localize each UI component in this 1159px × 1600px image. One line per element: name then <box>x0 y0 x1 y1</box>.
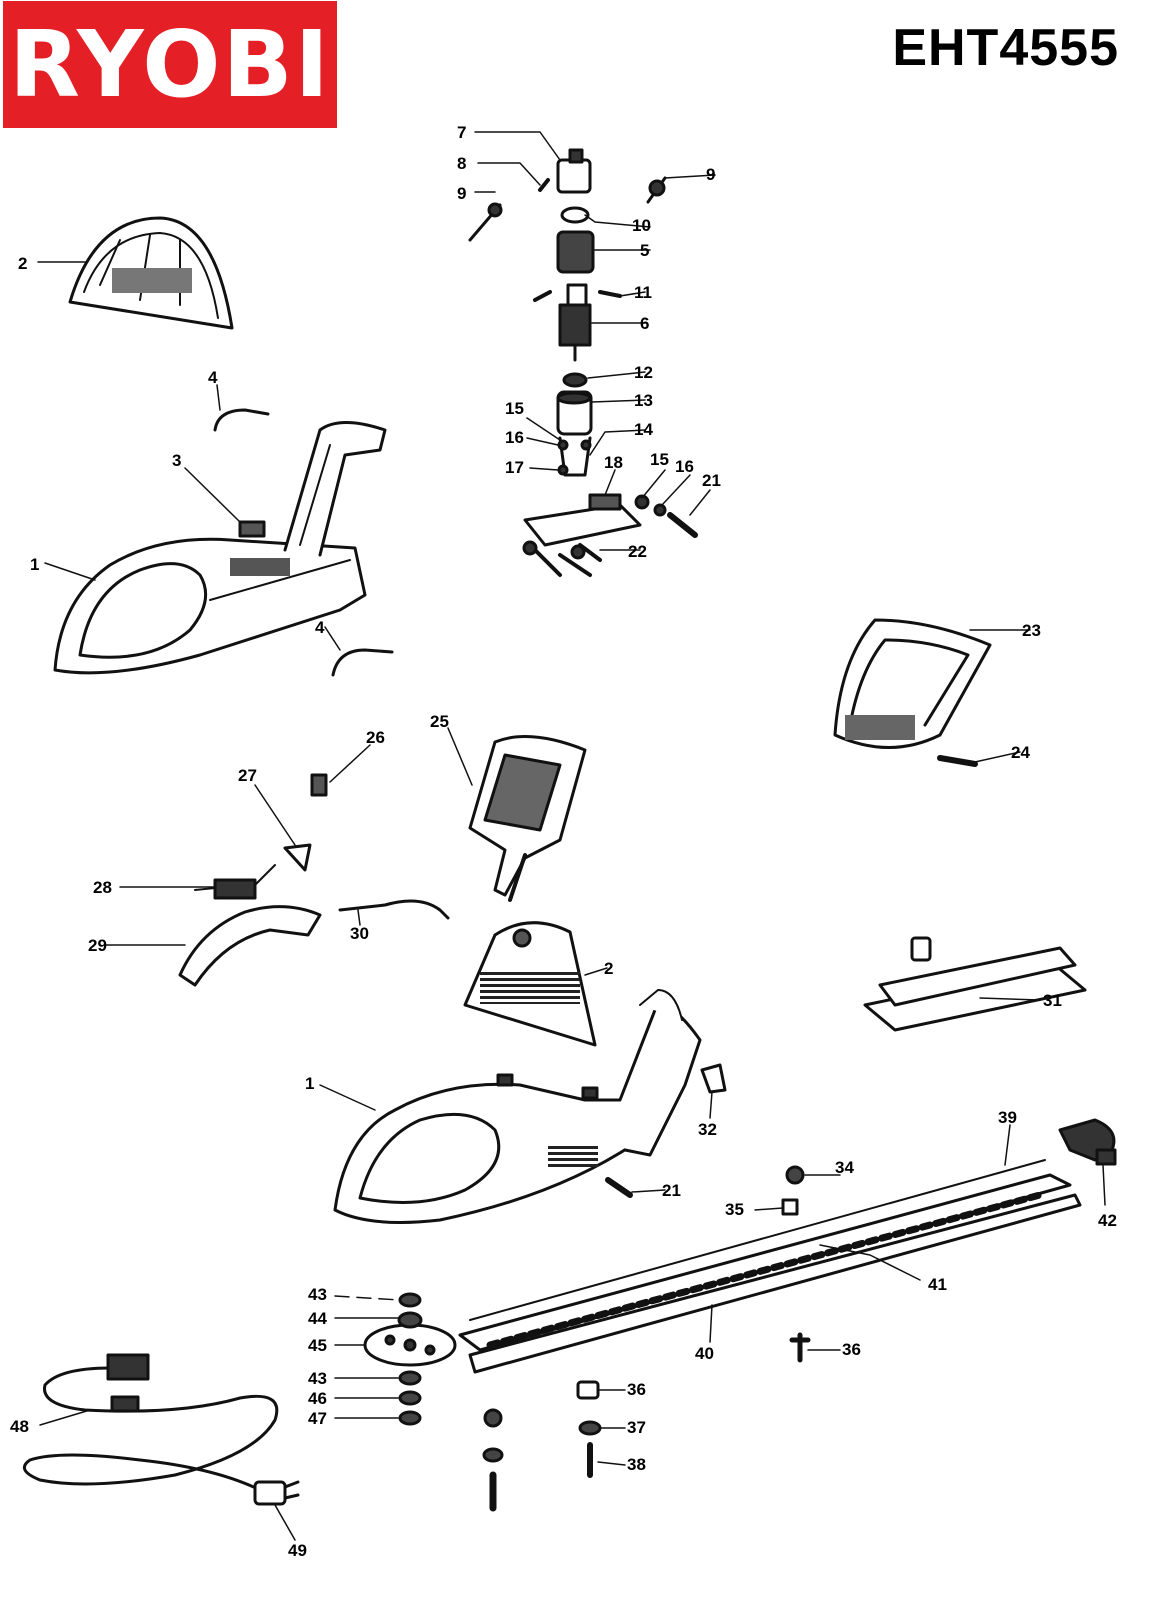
callout-25: 25 <box>430 712 449 731</box>
callout-30: 30 <box>350 924 369 943</box>
part-21-screw-upper <box>667 512 698 538</box>
callout-13: 13 <box>634 391 653 410</box>
callout-40: 40 <box>695 1344 714 1363</box>
callout-23: 23 <box>1022 621 1041 640</box>
callout-48: 48 <box>10 1417 29 1436</box>
callout-10: 10 <box>632 216 651 235</box>
callout-24: 24 <box>1011 743 1030 762</box>
callout-41: 41 <box>928 1275 947 1294</box>
part-36-bolt <box>789 1332 811 1363</box>
callout-18: 18 <box>604 453 623 472</box>
part-36-spacer <box>576 1380 600 1400</box>
callout-16: 16 <box>675 457 694 476</box>
part-8-clip <box>538 178 550 192</box>
callout-36: 36 <box>842 1340 861 1359</box>
callout-45: 45 <box>308 1336 327 1355</box>
callout-2: 2 <box>604 959 614 978</box>
part-29-trigger <box>178 905 322 987</box>
callout-27: 27 <box>238 766 257 785</box>
model-number: EHT4555 <box>892 19 1119 77</box>
ryobi-logo: RYOBI <box>3 1 337 128</box>
callout-34: 34 <box>835 1158 854 1177</box>
part-4-clip-upper <box>213 408 270 432</box>
callout-3: 3 <box>172 451 182 470</box>
part-23-hand-guard <box>833 618 992 749</box>
part-4-clip-lower <box>331 648 394 677</box>
callout-26: 26 <box>366 728 385 747</box>
part-40-blade <box>458 1159 1082 1374</box>
callout-42: 42 <box>1098 1211 1117 1230</box>
callout-7: 7 <box>457 123 467 142</box>
callout-11: 11 <box>634 283 652 302</box>
part-43-washer-upper <box>398 1292 422 1308</box>
callout-43: 43 <box>308 1285 327 1304</box>
part-2-motor-cover-upper <box>68 216 234 330</box>
callout-15: 15 <box>650 450 669 469</box>
part-1-housing-lower <box>333 989 702 1224</box>
part-34-nut <box>785 1165 805 1185</box>
part-48-power-cord <box>22 1353 279 1492</box>
callout-49: 49 <box>288 1541 307 1560</box>
callout-43: 43 <box>308 1369 327 1388</box>
part-1-housing-upper <box>53 421 387 675</box>
callout-21: 21 <box>662 1181 681 1200</box>
motor-assembly <box>533 148 622 477</box>
callout-9: 9 <box>706 165 716 184</box>
part-44-washer <box>397 1311 423 1329</box>
callout-36: 36 <box>627 1380 646 1399</box>
part-32-clip <box>700 1063 727 1094</box>
callout-4: 4 <box>315 618 325 637</box>
part-35-spacer <box>781 1198 799 1216</box>
callout-28: 28 <box>93 878 112 897</box>
callout-1: 1 <box>30 555 40 574</box>
part-28-switch <box>194 864 276 900</box>
part-18-gear-plate <box>522 493 642 577</box>
callout-44: 44 <box>308 1309 327 1328</box>
part-46-washer <box>398 1390 422 1406</box>
part-37-washer <box>578 1420 602 1436</box>
callout-9: 9 <box>457 184 467 203</box>
callout-15: 15 <box>505 399 524 418</box>
callout-5: 5 <box>640 241 650 260</box>
callout-12: 12 <box>634 363 653 382</box>
callout-6: 6 <box>640 314 650 333</box>
part-30-rod <box>338 899 450 920</box>
part-3-switch <box>238 520 266 538</box>
part-2-motor-cover-lower <box>463 921 597 1047</box>
part-25-front-handle <box>468 735 587 902</box>
callout-32: 32 <box>698 1120 717 1139</box>
callout-4: 4 <box>208 368 218 387</box>
part-47-washer <box>398 1410 422 1426</box>
part-45-gear-disk <box>363 1323 457 1367</box>
brand-name: RYOBI <box>9 10 331 118</box>
callout-37: 37 <box>627 1418 646 1437</box>
callout-16: 16 <box>505 428 524 447</box>
callout-2: 2 <box>18 254 28 273</box>
part-49-plug <box>253 1480 300 1506</box>
callout-46: 46 <box>308 1389 327 1408</box>
part-24-screw <box>937 755 978 767</box>
callout-1: 1 <box>305 1074 315 1093</box>
part-43-washer-lower <box>398 1370 422 1386</box>
callout-47: 47 <box>308 1409 327 1428</box>
callout-29: 29 <box>88 936 107 955</box>
leader-lines <box>37 131 1106 1541</box>
part-21-screw-lower <box>605 1177 633 1198</box>
callout-21: 21 <box>702 471 721 490</box>
callout-31: 31 <box>1043 991 1062 1010</box>
callout-35: 35 <box>725 1200 744 1219</box>
callout-17: 17 <box>505 458 524 477</box>
callout-14: 14 <box>634 420 653 439</box>
callout-22: 22 <box>628 542 647 561</box>
part-27-bracket <box>283 843 312 872</box>
part-31-blade-cover <box>863 936 1087 1032</box>
callout-8: 8 <box>457 154 467 173</box>
callout-38: 38 <box>627 1455 646 1474</box>
callout-39: 39 <box>998 1108 1017 1127</box>
part-26-clip <box>310 773 328 797</box>
